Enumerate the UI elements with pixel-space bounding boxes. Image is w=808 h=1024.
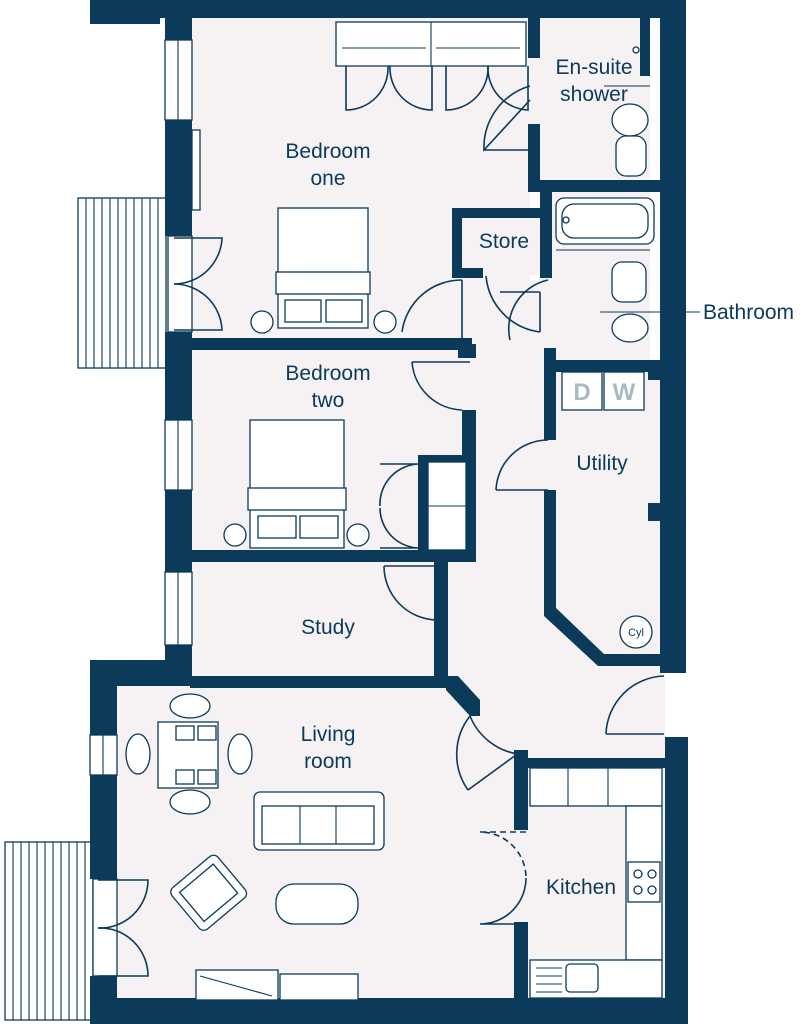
ensuite-fixtures <box>604 46 650 177</box>
room-labels: Bedroom one En-suite shower Store Bathro… <box>285 56 794 899</box>
bedroom-one-label-line2: one <box>310 167 345 190</box>
kitchen-label: Kitchen <box>546 876 616 899</box>
kitchen-fixtures <box>529 767 663 999</box>
doors <box>92 65 665 977</box>
bathroom-label: Bathroom <box>703 301 794 324</box>
bedroom-two-label: Bedroom <box>285 362 370 385</box>
balcony-upper <box>77 197 167 369</box>
utility-label: Utility <box>576 452 628 475</box>
balcony-lower <box>4 841 94 1021</box>
bedroom-two-furniture <box>223 419 467 551</box>
bedroom-one-furniture <box>250 21 527 334</box>
living-furniture <box>125 693 385 1001</box>
bedroom-one-label: Bedroom <box>285 140 370 163</box>
appliance-labels: D W Cyl <box>573 379 644 639</box>
walls <box>90 0 688 1024</box>
utility-fixtures <box>561 371 653 649</box>
washer-label: W <box>613 379 636 406</box>
windows <box>89 39 201 776</box>
dishwasher-label: D <box>573 379 590 406</box>
bedroom-two-label-line2: two <box>312 389 345 412</box>
living-label-line2: room <box>304 750 352 773</box>
cylinder-label: Cyl <box>628 627 644 639</box>
bathroom-fixtures <box>555 197 655 343</box>
ensuite-label-line2: shower <box>560 83 628 106</box>
living-label: Living <box>301 723 356 746</box>
ensuite-label: En-suite <box>555 56 632 79</box>
store-label: Store <box>479 230 529 253</box>
study-label: Study <box>301 616 355 639</box>
